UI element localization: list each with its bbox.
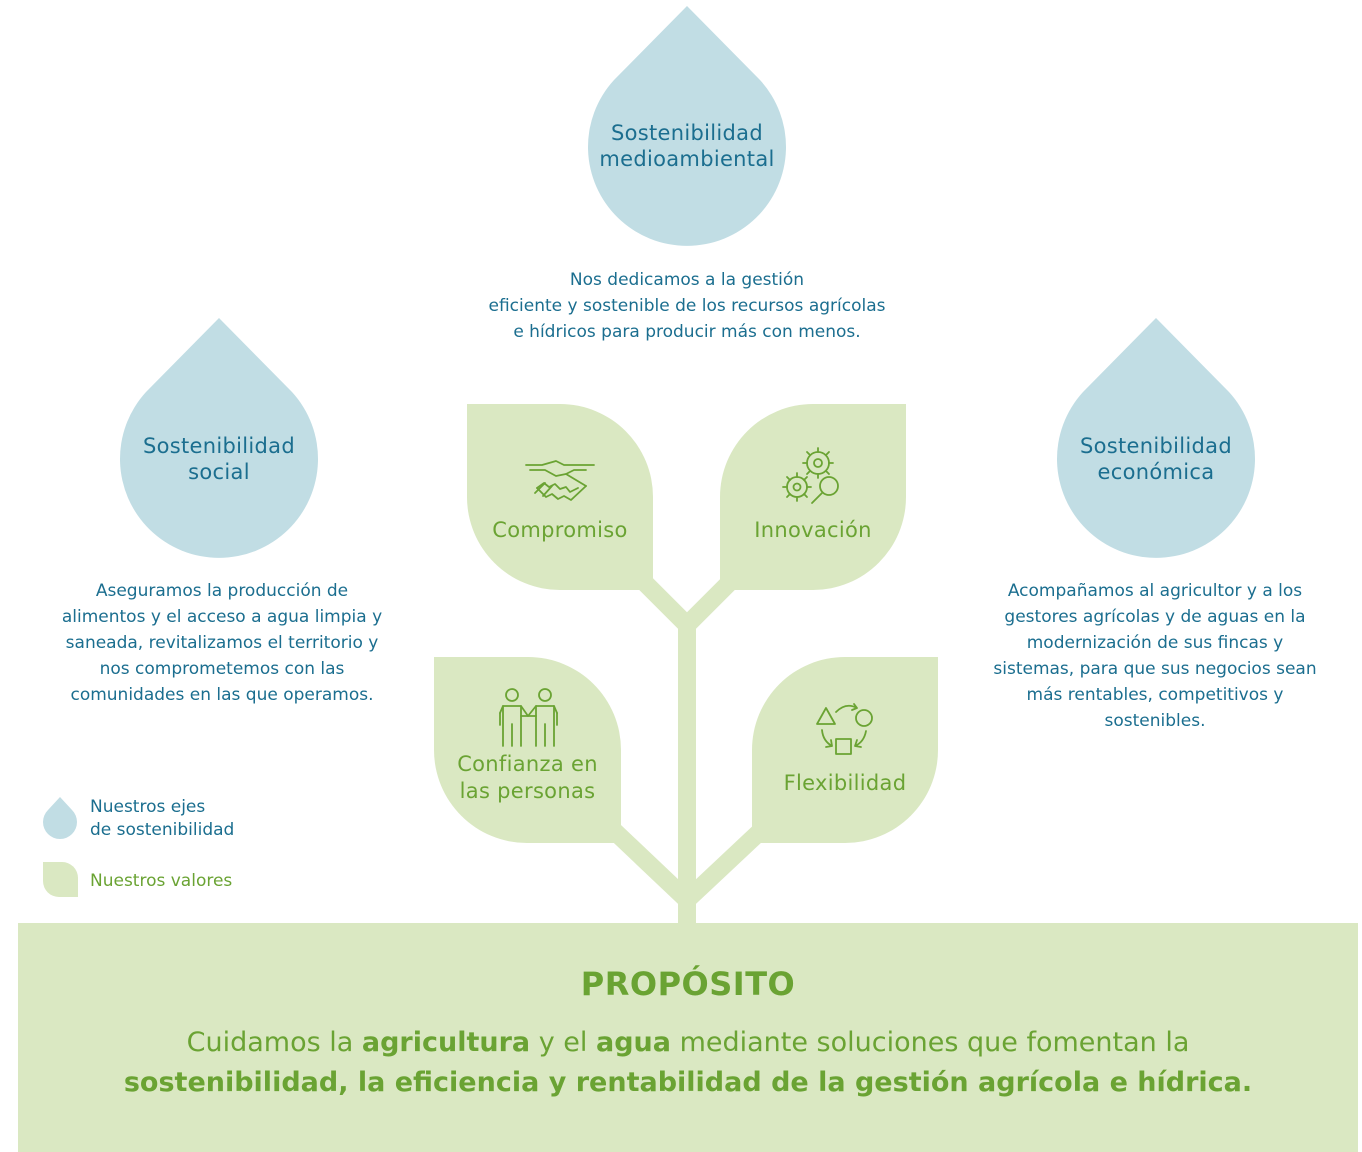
legend-axes-label: Nuestros ejes de sostenibilidad	[90, 796, 234, 842]
description-line: gestores agrícolas y de aguas en la	[1004, 607, 1306, 627]
purpose-bold-agriculture: agricultura	[361, 1027, 531, 1058]
description-line: sistemas, para que sus negocios sean	[993, 659, 1317, 679]
value-flexibility-label: Flexibilidad	[783, 771, 907, 795]
axis-social-description: Aseguramos la producción de alimentos y …	[32, 578, 412, 708]
drop-environmental	[588, 6, 786, 246]
purpose-line-2: sostenibilidad, la eficiencia y rentabil…	[18, 1063, 1358, 1103]
purpose-panel: PROPÓSITO Cuidamos la agricultura y el a…	[18, 923, 1358, 1152]
description-line: saneada, revitalizamos el territorio y	[65, 633, 379, 653]
tree-trunk	[678, 615, 696, 930]
gears-magnifier-icon	[782, 447, 839, 504]
axis-environmental-title-line2: medioambiental	[599, 147, 775, 171]
purpose-bold-sustainability: sostenibilidad, la eficiencia y rentabil…	[123, 1067, 1253, 1098]
drop-social	[119, 318, 318, 558]
leaf-innovation	[720, 404, 906, 590]
purpose-statement: Cuidamos la agricultura y el agua median…	[18, 1023, 1358, 1103]
value-trust-label: Confianza en las personas	[434, 751, 621, 805]
description-line: e hídricos para producir más con menos.	[513, 322, 861, 342]
purpose-bold-water: agua	[595, 1027, 671, 1058]
axis-social-title-line1: Sostenibilidad	[143, 434, 295, 458]
purpose-line-1: Cuidamos la agricultura y el agua median…	[18, 1023, 1358, 1063]
people-icon	[499, 688, 558, 747]
legend-leaf-icon	[43, 862, 78, 897]
leaf-flexibility	[752, 657, 938, 843]
axis-economic-title-line2: económica	[1097, 460, 1215, 484]
description-line: Nos dedicamos a la gestión	[569, 270, 805, 290]
handshake-icon	[525, 460, 595, 501]
description-line: sostenibles.	[1104, 711, 1206, 731]
legend-axes-line1: Nuestros ejes	[90, 797, 206, 817]
legend-values-label: Nuestros valores	[90, 871, 233, 891]
value-innovation-label: Innovación	[754, 518, 872, 542]
description-line: eficiente y sostenible de los recursos a…	[488, 296, 886, 316]
axis-economic-title: Sostenibilidad económica	[1036, 433, 1276, 485]
purpose-text-2: y el	[530, 1027, 596, 1058]
value-trust-label-line1: Confianza en	[457, 752, 598, 776]
description-line: Acompañamos al agricultor y a los	[1007, 581, 1303, 601]
axis-social-title: Sostenibilidad social	[99, 433, 339, 485]
axis-environmental-title-line1: Sostenibilidad	[611, 121, 763, 145]
purpose-text-1: Cuidamos la	[186, 1027, 362, 1058]
leaf-trust	[434, 657, 621, 843]
axis-environmental-title: Sostenibilidad medioambiental	[567, 120, 807, 172]
purpose-title: PROPÓSITO	[580, 965, 796, 1003]
description-line: Aseguramos la producción de	[95, 581, 349, 601]
axis-economic-title-line1: Sostenibilidad	[1080, 434, 1232, 458]
description-line: alimentos y el acceso a agua limpia y	[61, 607, 383, 627]
axis-economic-description: Acompañamos al agricultor y a los gestor…	[965, 578, 1345, 734]
value-trust-label-line2: las personas	[459, 779, 596, 803]
drop-economic	[1057, 318, 1255, 558]
legend-drop-icon	[43, 797, 77, 840]
description-line: más rentables, competitivos y	[1026, 685, 1284, 705]
shapes-cycle-icon	[816, 703, 873, 755]
description-line: nos comprometemos con las	[99, 659, 345, 679]
legend-axes-line2: de sostenibilidad	[90, 820, 235, 840]
description-line: modernización de sus fincas y	[1026, 633, 1284, 653]
axis-social-title-line2: social	[188, 460, 250, 484]
value-commitment-label: Compromiso	[492, 518, 628, 542]
description-line: comunidades en las que operamos.	[70, 685, 374, 705]
purpose-text-3: mediante soluciones que fomentan la	[670, 1027, 1190, 1058]
axis-environmental-description: Nos dedicamos a la gestión eficiente y s…	[447, 267, 927, 345]
